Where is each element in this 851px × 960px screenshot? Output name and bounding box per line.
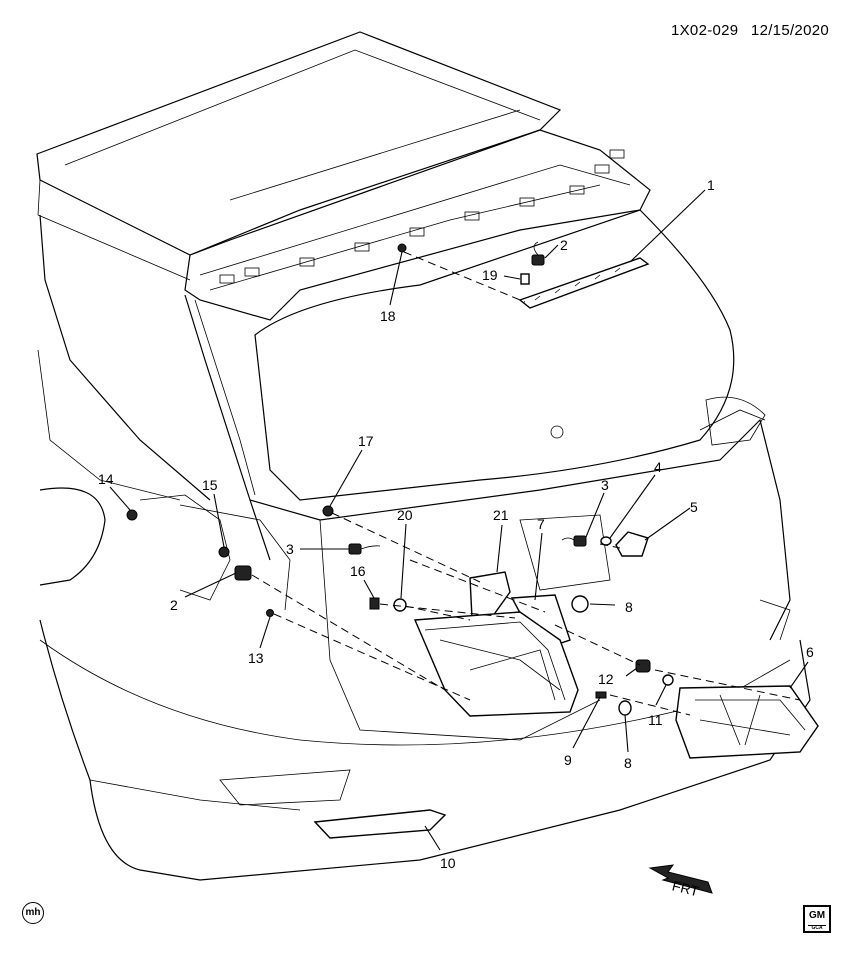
callout-7: 7 [537,516,545,532]
callout-20: 20 [397,507,413,523]
callout-19: 19 [482,267,498,283]
tail-lamp-left [413,611,579,717]
bulb-11 [662,674,674,686]
diagram-date: 12/15/2020 [750,22,829,39]
screw-13 [266,609,274,617]
nut-14 [126,509,138,521]
plug-8-upper [571,595,589,613]
connector-2-lower [234,565,252,581]
bulb-4 [600,536,612,546]
connector-top [531,254,545,266]
diagram-header: 1X02-029 12/15/2020 [663,22,829,39]
callout-15: 15 [202,477,218,493]
callout-6: 6 [806,644,814,660]
gm-logo-text: GM [808,910,826,921]
vehicle-body [36,31,811,881]
bracket-21 [469,571,511,621]
front-arrow [648,864,713,894]
callout-labels: 1 2 19 18 17 14 15 3 4 5 3 21 20 7 16 2 … [98,177,814,899]
callout-13: 13 [248,650,264,666]
callout-4: 4 [654,459,662,475]
callout-9: 9 [564,752,572,768]
connector-3-left [348,543,362,555]
socket-12 [635,659,651,673]
parts [126,241,819,894]
alignment-lines [251,251,801,716]
gm-logo: GM GCA [803,905,831,933]
plug-8-lower [618,700,632,716]
callout-8: 8 [624,755,632,771]
leader-lines [109,189,809,851]
callout-14: 14 [98,471,114,487]
callout-5: 5 [690,499,698,515]
mh-corner-mark: mh [22,902,44,924]
bolt-18 [397,243,407,253]
screw-9 [595,691,607,699]
high-mount-stop-lamp [518,257,650,309]
callout-2: 2 [560,237,568,253]
clip-16 [369,597,380,610]
tail-lamp-right [675,685,819,759]
callout-16: 16 [350,563,366,579]
license-lamp [615,531,649,557]
callout-2: 2 [170,597,178,613]
callout-3: 3 [286,541,294,557]
nut-17 [322,505,334,517]
grommet-20 [393,598,407,612]
callout-10: 10 [440,855,456,871]
reflector-10 [313,809,447,839]
nut-15 [218,546,230,558]
diagram-id: 1X02-029 [670,22,739,39]
gm-logo-sub: GCA [808,925,826,931]
callout-21: 21 [493,507,509,523]
clip-19 [520,273,530,285]
callout-18: 18 [380,308,396,324]
connector-3-right [573,535,587,547]
callout-17: 17 [358,433,374,449]
callout-8: 8 [625,599,633,615]
callout-11: 11 [648,712,663,728]
front-arrow-label: FRT [671,877,701,899]
callout-1: 1 [707,177,715,193]
callout-12: 12 [598,671,614,687]
callout-3: 3 [601,477,609,493]
